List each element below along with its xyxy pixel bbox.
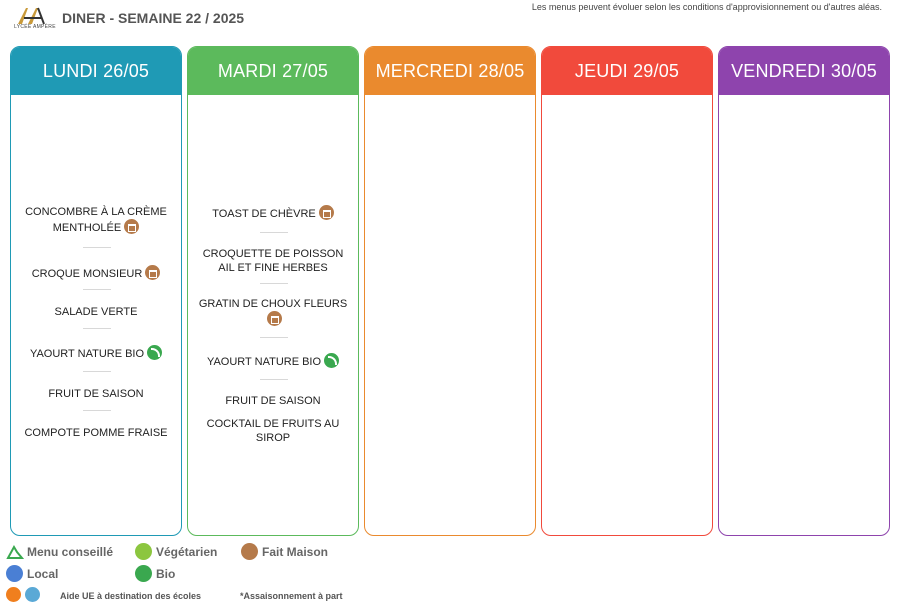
bio-icon [135,565,152,582]
divider [83,328,111,329]
divider [260,337,288,338]
disclaimer-note: Les menus peuvent évoluer selon les cond… [531,2,882,12]
legend-vegetarien: Végétarien [135,543,217,560]
page-header: LYCÉE AMPÈRE DINER - SEMAINE 22 / 2025 L… [0,0,900,40]
day-header-thursday: JEUDI 29/05 [542,47,712,95]
menu-item: TOAST DE CHÈVRE [194,205,352,221]
menu-item: SALADE VERTE [54,306,138,318]
fruit-icon [6,587,21,602]
divider [260,379,288,380]
divider [83,371,111,372]
legend-fait-maison: Fait Maison [241,543,328,560]
fait-maison-icon [241,543,258,560]
page-title: DINER - SEMAINE 22 / 2025 [62,10,245,26]
week-columns: LUNDI 26/05 CONCOMBRE À LA CRÈME MENTHOL… [10,46,890,536]
legend: Menu conseillé Végétarien Fait Maison Lo… [0,540,900,616]
menu-conseille-icon [6,544,24,559]
divider [83,410,111,411]
school-logo [18,7,45,25]
day-column-thursday: JEUDI 29/05 [541,46,713,536]
divider [83,247,111,248]
fait-maison-icon [267,311,282,326]
day-header-wednesday: MERCREDI 28/05 [365,47,535,95]
vegetarien-icon [135,543,152,560]
menu-item: CROQUETTE DE POISSON AIL ET FINE HERBES [202,248,344,274]
divider [260,232,288,233]
day-header-friday: VENDREDI 30/05 [719,47,889,95]
divider [260,283,288,284]
fait-maison-icon [318,205,334,220]
divider [83,289,111,290]
day-column-tuesday: MARDI 27/05 TOAST DE CHÈVRE CROQUETTE DE… [187,46,359,536]
day-column-friday: VENDREDI 30/05 [718,46,890,536]
bio-icon [324,353,340,368]
day-header-tuesday: MARDI 27/05 [188,47,358,95]
legend-menu-conseille: Menu conseillé [6,544,113,560]
fait-maison-icon [124,219,140,234]
legend-local: Local [6,565,58,582]
assaisonnement-text: *Assaisonnement à part [240,591,343,601]
menu-item: YAOURT NATURE BIO [194,353,352,369]
day-header-monday: LUNDI 26/05 [11,47,181,95]
menu-item: COCKTAIL DE FRUITS AU SIROP [206,418,340,444]
milk-icon [25,587,40,602]
legend-aide-ue-icons [6,587,44,602]
menu-item: GRATIN DE CHOUX FLEURS [194,297,352,327]
menu-item: CONCOMBRE À LA CRÈME MENTHOLÉE [25,206,167,234]
menu-item: FRUIT DE SAISON [225,395,321,407]
aide-ue-text: Aide UE à destination des écoles [60,591,202,601]
logo-text: LYCÉE AMPÈRE [14,24,56,30]
legend-bio: Bio [135,565,175,582]
bio-icon [147,345,163,360]
menu-item: COMPOTE POMME FRAISE [24,427,168,439]
day-column-wednesday: MERCREDI 28/05 [364,46,536,536]
menu-item: YAOURT NATURE BIO [17,345,175,361]
day-column-monday: LUNDI 26/05 CONCOMBRE À LA CRÈME MENTHOL… [10,46,182,536]
menu-item: FRUIT DE SAISON [48,388,144,400]
fait-maison-icon [145,265,161,280]
menu-item: CROQUE MONSIEUR [17,265,175,281]
local-icon [6,565,23,582]
